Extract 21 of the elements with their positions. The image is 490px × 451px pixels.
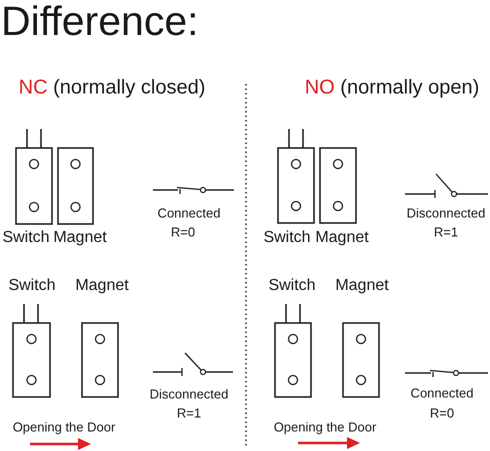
state-label: Connected xyxy=(410,386,474,402)
resistance-value: R=0 xyxy=(170,226,196,240)
part-label: Switch xyxy=(268,276,316,296)
motion-caption: Opening the Door xyxy=(274,420,376,436)
part-label: Magnet xyxy=(75,276,129,296)
resistance-value: R=0 xyxy=(430,406,454,422)
part-label: Magnet xyxy=(335,276,389,296)
part-label: Magnet xyxy=(53,228,107,248)
resistance-value: R=1 xyxy=(434,226,458,240)
part-label: Switch xyxy=(8,276,56,296)
section-heading: NC (normally closed) xyxy=(18,76,206,100)
motion-caption: Opening the Door xyxy=(12,420,116,436)
state-label: Disconnected xyxy=(150,388,228,402)
part-label: Magnet xyxy=(315,228,369,248)
state-label: Disconnected xyxy=(406,206,486,222)
resistance-value: R=1 xyxy=(176,406,202,422)
part-label: Switch xyxy=(2,228,50,248)
title: Difference: xyxy=(1,0,199,44)
section-heading: NO (normally open) xyxy=(304,76,480,100)
part-label: Switch xyxy=(263,228,311,248)
state-label: Connected xyxy=(158,206,220,222)
